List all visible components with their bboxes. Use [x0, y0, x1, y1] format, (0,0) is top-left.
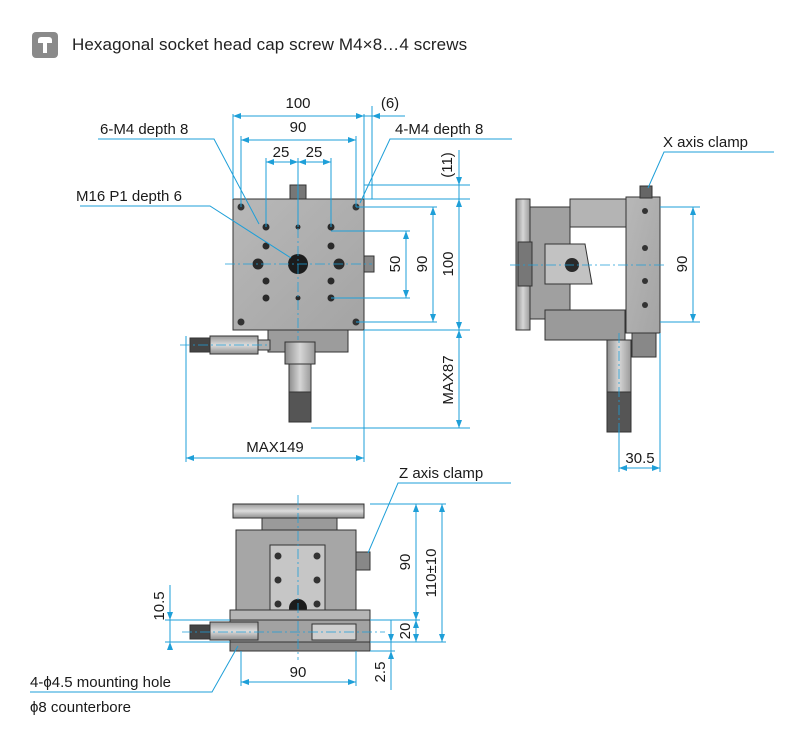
micrometer-thimble-y [288, 391, 312, 423]
header: Hexagonal socket head cap screw M4×8…4 s… [32, 30, 467, 60]
label-m16: M16 P1 depth 6 [76, 188, 182, 205]
dim-90: 90 [290, 119, 307, 136]
label-counterbore: ϕ8 counterbore [30, 699, 131, 716]
micrometer-sleeve-y [288, 363, 312, 393]
threaded-hole [295, 295, 301, 301]
dim-50: 50 [387, 256, 404, 273]
front-dim-20: 20 [397, 623, 414, 640]
side-bracket [517, 241, 533, 287]
dim-100: 100 [285, 95, 310, 112]
front-micrometer-sleeve [209, 621, 259, 641]
x-clamp-knob [639, 185, 653, 199]
dim-100-vertical: 100 [440, 251, 457, 276]
side-dim-90: 90 [674, 256, 691, 273]
side-dim-30-5: 30.5 [625, 450, 654, 467]
front-base-upper [229, 609, 371, 621]
label-mounting-hole: 4-ϕ4.5 mounting hole [30, 674, 171, 691]
front-view: 90 110±10 20 2.5 10.5 90 Z axis clamp 4-… [30, 465, 511, 716]
micrometer-body-y [284, 341, 316, 365]
side-upper-block [569, 198, 627, 228]
threaded-hole [262, 242, 270, 250]
header-text: Hexagonal socket head cap screw M4×8…4 s… [72, 35, 468, 54]
front-mounting-plate [229, 641, 371, 652]
corner-screw [237, 318, 245, 326]
threaded-hole [327, 242, 335, 250]
front-dim-90-horizontal: 90 [290, 664, 307, 681]
side-lower-block [544, 309, 626, 341]
label-4-m4: 4-M4 depth 8 [395, 121, 483, 138]
front-dim-90-vertical: 90 [397, 554, 414, 571]
dim-max149: MAX149 [246, 439, 304, 456]
label-6-m4: 6-M4 depth 8 [100, 121, 188, 138]
front-dim-2-5: 2.5 [372, 662, 389, 683]
z-clamp-knob [355, 551, 371, 571]
threaded-hole [327, 277, 335, 285]
front-dim-110: 110±10 [423, 549, 440, 598]
side-micrometer-head [631, 332, 657, 358]
front-dim-10-5: 10.5 [151, 591, 168, 620]
dim-90-vertical: 90 [414, 256, 431, 273]
side-view: 90 30.5 X axis clamp [510, 134, 774, 472]
front-top-plate [232, 503, 365, 519]
dim-6: (6) [381, 95, 399, 112]
dim-max87: MAX87 [440, 355, 457, 404]
screw-icon [32, 32, 58, 58]
dim-11: (11) [439, 152, 456, 178]
dim-25b: 25 [306, 144, 323, 161]
dim-25a: 25 [273, 144, 290, 161]
label-z-axis-clamp: Z axis clamp [399, 465, 483, 482]
label-x-axis-clamp: X axis clamp [663, 134, 748, 151]
top-view: 100 (6) 90 25 25 (11) 50 90 100 MAX87 MA… [76, 95, 512, 462]
threaded-hole [262, 277, 270, 285]
front-neck [261, 517, 338, 531]
threaded-hole [262, 294, 270, 302]
